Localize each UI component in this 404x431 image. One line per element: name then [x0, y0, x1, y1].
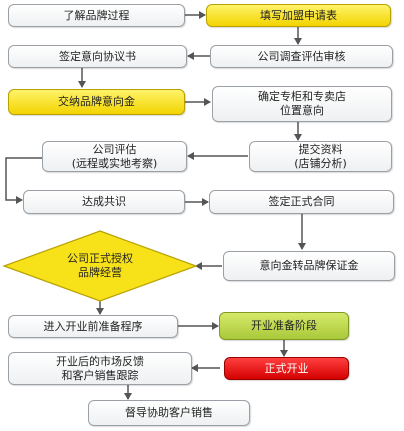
step-supervise-sales: 督导协助客户销售 [88, 400, 250, 426]
step-grand-opening: 正式开业 [224, 357, 349, 380]
step-deposit-to-guarantee: 意向金转品牌保证金 [223, 251, 395, 281]
step-sign-intent-agreement: 签定意向协议书 [8, 45, 187, 68]
step-sign-formal-contract: 签定正式合同 [209, 190, 394, 214]
arrow-s8-s9 [5, 157, 42, 204]
step-official-authorization: 公司正式授权 品牌经营 [67, 252, 133, 279]
step-fill-application: 填写加盟申请表 [206, 4, 391, 27]
step-confirm-location: 确定专柜和专卖店 位置意向 [212, 86, 392, 122]
step-company-assessment: 公司评估 (远程或实地考察) [42, 141, 187, 172]
step-company-review: 公司调查评估审核 [210, 45, 393, 68]
decision-diamond [2, 230, 198, 302]
step-pay-intent-deposit: 交纳品牌意向金 [8, 89, 185, 115]
step-submit-materials: 提交资料 (店铺分析) [249, 141, 392, 172]
step-understand-brand: 了解品牌过程 [8, 4, 185, 27]
step-market-feedback: 开业后的市场反馈 和客户销售跟踪 [8, 352, 192, 385]
step-preparation-stage: 开业准备阶段 [219, 312, 349, 340]
step-pre-opening-procedure: 进入开业前准备程序 [8, 315, 178, 338]
step-reach-consensus: 达成共识 [23, 190, 185, 214]
